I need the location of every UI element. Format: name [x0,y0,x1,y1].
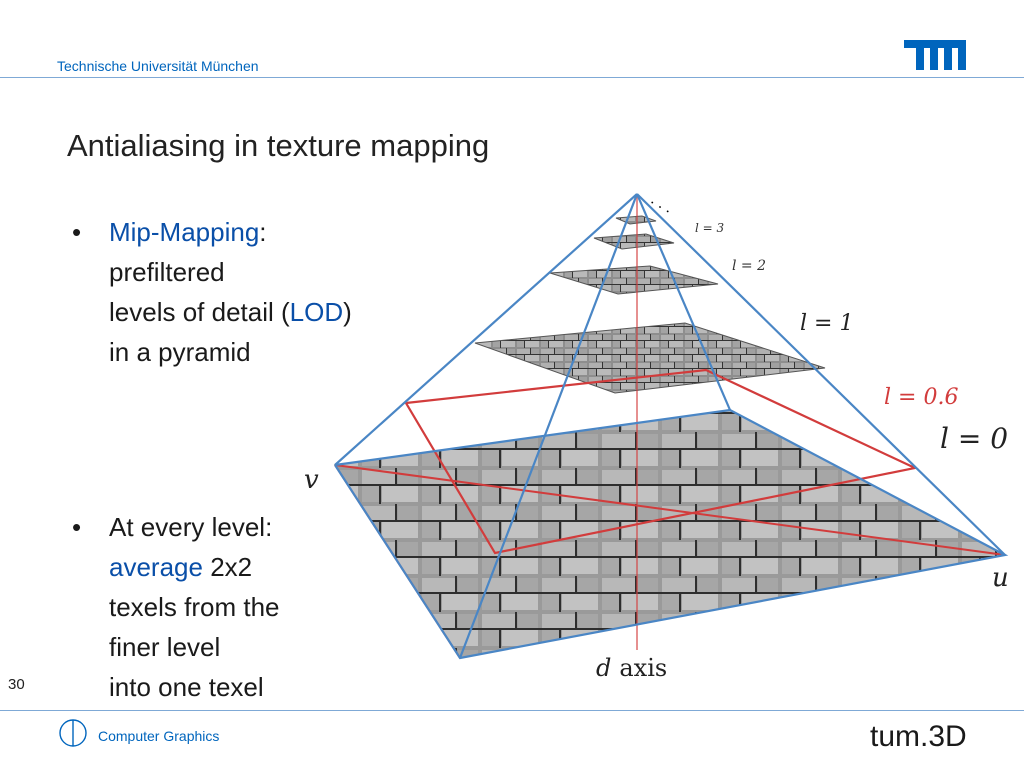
level-0-label: l = 0 [940,422,1008,455]
slide-header: Technische Universität München [0,0,1024,80]
level-2-label: l = 2 [732,258,766,274]
level-1-texture [474,322,826,394]
u-axis-line [334,464,1006,556]
tum-logo [904,40,966,70]
pyramid-edges [334,193,1009,660]
header-divider [0,77,1024,78]
u-axis-label: u [992,563,1009,593]
ellipsis-label: . . . [648,192,675,217]
average-term: average [109,552,203,582]
bullet-dot: • [72,512,82,542]
v-axis-label: v [304,465,319,495]
level-1-label: l = 1 [800,311,853,336]
bullet-mip-mapping: • Mip-Mapping: prefiltered levels of det… [72,212,432,372]
level-2-texture [549,265,719,295]
tum3d-logo: tum.3D [870,720,967,753]
university-name: Technische Universität München [57,58,259,74]
mip-mapping-term: Mip-Mapping [109,217,260,247]
compass-icon [59,719,87,747]
course-name: Computer Graphics [98,728,220,744]
level-0.6-label: l = 0.6 [884,385,958,410]
footer-divider [0,710,1024,711]
bullet-dot: • [72,217,82,247]
level-3-label: l = 3 [695,221,725,235]
slide-number: 30 [8,676,25,693]
svg-text:tum.3D: tum.3D [870,720,967,753]
slide-title: Antialiasing in texture mapping [67,128,490,163]
mipmap-pyramid-figure: . . . l = 3 l = 2 l = 1 l = 0.6 l = 0 v … [304,192,1009,682]
lod-term: LOD [289,297,344,327]
level-3-texture [593,233,675,250]
bullet-averaging: • At every level: average 2x2 texels fro… [72,507,372,707]
